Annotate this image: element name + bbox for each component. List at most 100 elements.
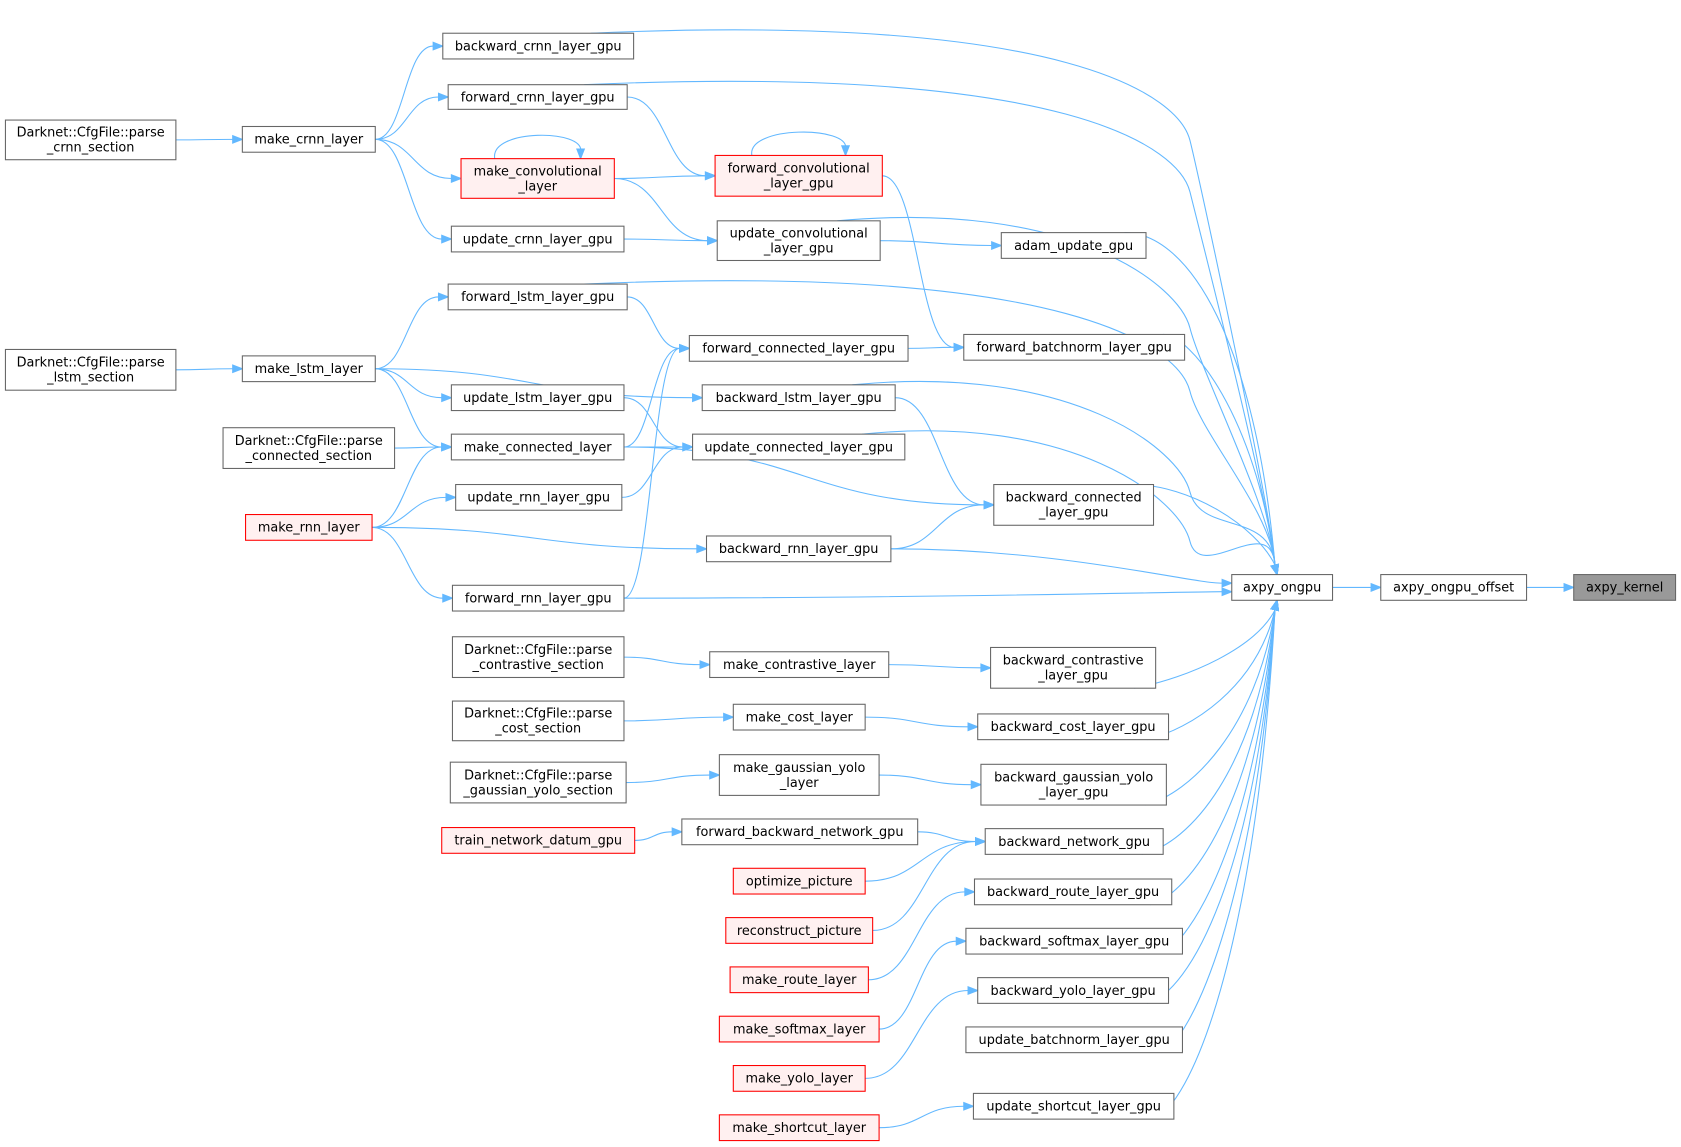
edge-path (375, 368, 693, 399)
node-box (705, 535, 892, 563)
node-adam[interactable]: adam_update_gpu (1000, 232, 1147, 259)
node-make-connected[interactable]: make_connected_layer (450, 433, 625, 461)
node-label: _layer_gpu (763, 241, 834, 256)
node-parse-gauss[interactable]: Darknet::CfgFile::parse_gaussian_yolo_se… (449, 761, 627, 804)
node-parse-crnn[interactable]: Darknet::CfgFile::parse_crnn_section (4, 119, 177, 161)
node-forward-backward[interactable]: forward_backward_network_gpu (681, 818, 919, 846)
node-update-shortcut[interactable]: update_shortcut_layer_gpu (972, 1092, 1175, 1120)
node-forward-rnn[interactable]: forward_rnn_layer_gpu (451, 584, 625, 612)
node-forward-connected[interactable]: forward_connected_layer_gpu (688, 334, 909, 362)
node-box (241, 355, 376, 383)
edge-make_crnn-to-update_crnn (375, 138, 453, 244)
arrowhead-icon (699, 660, 712, 670)
edge-forward_connected-to-forward_batchnorm (908, 342, 966, 352)
edge-forward_crnn-to-forward_conv (627, 96, 717, 181)
edge-parse_cost-to-make_cost (623, 712, 735, 722)
node-update-crnn[interactable]: update_crnn_layer_gpu (450, 225, 625, 253)
edge-path (879, 774, 972, 786)
node-forward-lstm[interactable]: forward_lstm_layer_gpu (447, 283, 628, 311)
node-label: forward_backward_network_gpu (696, 825, 903, 840)
node-backward-crnn[interactable]: backward_crnn_layer_gpu (442, 32, 635, 60)
edge-path (1160, 609, 1276, 955)
nodes-layer: backward_crnn_layer_gpu forward_crnn_laye… (4, 32, 1677, 1142)
node-backward-lstm[interactable]: backward_lstm_layer_gpu (701, 384, 896, 412)
node-box (447, 84, 628, 110)
node-parse-contrastive[interactable]: Darknet::CfgFile::parse_contrastive_sect… (451, 636, 625, 679)
node-backward-softmax[interactable]: backward_softmax_layer_gpu (965, 927, 1183, 955)
node-make-route[interactable]: make_route_layer (729, 966, 869, 994)
node-box (965, 927, 1183, 955)
node-forward-crnn[interactable]: forward_crnn_layer_gpu (447, 84, 628, 110)
node-train[interactable]: train_network_datum_gpu (441, 827, 636, 854)
node-box (442, 32, 635, 60)
node-label: _layer_gpu (1038, 506, 1109, 521)
arrowhead-icon (707, 236, 719, 246)
node-backward-connected[interactable]: backward_connected_layer_gpu (993, 483, 1155, 526)
arrowhead-icon (445, 492, 458, 502)
node-box (455, 483, 623, 511)
edge-path (865, 716, 969, 728)
edge-reconstruct-to-backward_network (872, 836, 987, 931)
arrowhead-icon (679, 343, 691, 353)
node-label: _layer (779, 776, 819, 791)
node-backward-cost[interactable]: backward_cost_layer_gpu (977, 713, 1170, 741)
node-update-connected[interactable]: update_connected_layer_gpu (692, 433, 906, 461)
node-box (449, 761, 627, 804)
edge-make_shortcut-to-update_shortcut (879, 1101, 975, 1129)
node-label: forward_batchnorm_layer_gpu (977, 341, 1172, 356)
node-make-contrastive[interactable]: make_contrastive_layer (709, 651, 890, 679)
node-update-conv[interactable]: update_convolutional_layer_gpu (716, 220, 881, 262)
node-make-conv[interactable]: make_convolutional_layer (460, 158, 615, 199)
node-axpy-kernel[interactable]: axpy_kernel (1573, 574, 1677, 601)
node-label: Darknet::CfgFile::parse (464, 643, 612, 658)
node-make-shortcut[interactable]: make_shortcut_layer (718, 1114, 880, 1142)
node-backward-network[interactable]: backward_network_gpu (984, 828, 1164, 855)
node-parse-connected[interactable]: Darknet::CfgFile::parse_connected_sectio… (222, 427, 396, 469)
node-make-rnn[interactable]: make_rnn_layer (245, 514, 373, 541)
node-make-yolo[interactable]: make_yolo_layer (732, 1064, 866, 1092)
arrowhead-icon (1221, 578, 1234, 588)
node-label: backward_rnn_layer_gpu (719, 542, 879, 557)
node-make-softmax[interactable]: make_softmax_layer (718, 1015, 880, 1043)
node-parse-cost[interactable]: Darknet::CfgFile::parse_cost_section (451, 700, 625, 742)
node-box (450, 225, 625, 253)
edge-make_conv-to-forward_conv (614, 171, 717, 181)
node-make-crnn[interactable]: make_crnn_layer (241, 125, 376, 153)
edge-forward_lstm-to-forward_connected (627, 296, 691, 353)
node-axpy-offset[interactable]: axpy_ongpu_offset (1380, 574, 1528, 601)
edge-make_crnn-to-backward_crnn (375, 41, 445, 140)
arrowhead-icon (1370, 582, 1383, 592)
edge-update_conv-to-adam (880, 240, 1003, 251)
node-backward-yolo[interactable]: backward_yolo_layer_gpu (977, 977, 1170, 1004)
node-backward-gauss[interactable]: backward_gaussian_yolo_layer_gpu (980, 763, 1167, 806)
arrowhead-icon (709, 770, 721, 780)
node-backward-route[interactable]: backward_route_layer_gpu (973, 878, 1173, 906)
node-optimize[interactable]: optimize_picture (732, 867, 866, 895)
node-box (984, 828, 1164, 855)
node-update-rnn[interactable]: update_rnn_layer_gpu (455, 483, 623, 511)
node-backward-rnn[interactable]: backward_rnn_layer_gpu (705, 535, 892, 563)
node-update-batchnorm[interactable]: update_batchnorm_layer_gpu (965, 1026, 1183, 1054)
node-label: _gaussian_yolo_section (462, 783, 613, 798)
node-label: update_shortcut_layer_gpu (986, 1100, 1161, 1115)
node-label: backward_softmax_layer_gpu (979, 934, 1169, 949)
edge-axpy_offset-to-axpy_kernel (1526, 582, 1576, 592)
node-forward-batchnorm[interactable]: forward_batchnorm_layer_gpu (963, 333, 1186, 361)
node-forward-conv[interactable]: forward_convolutional_layer_gpu (714, 154, 883, 197)
node-make-cost[interactable]: make_cost_layer (732, 703, 866, 731)
node-box (725, 917, 874, 944)
node-reconstruct[interactable]: reconstruct_picture (725, 917, 874, 944)
node-backward-contrastive[interactable]: backward_contrastive_layer_gpu (990, 646, 1157, 689)
edge-path (626, 774, 710, 784)
node-box (732, 867, 866, 895)
node-parse-lstm[interactable]: Darknet::CfgFile::parse_lstm_section (4, 348, 177, 391)
node-update-lstm[interactable]: update_lstm_layer_gpu (450, 384, 625, 412)
edge-update_rnn-to-update_connected (621, 442, 695, 498)
node-box (718, 1114, 880, 1142)
node-make-lstm[interactable]: make_lstm_layer (241, 355, 376, 383)
node-axpy-ongpu[interactable]: axpy_ongpu (1231, 574, 1334, 601)
node-make-gauss[interactable]: make_gaussian_yolo_layer (718, 754, 880, 796)
node-label: update_lstm_layer_gpu (463, 391, 612, 406)
node-box (972, 1092, 1175, 1120)
node-label: make_contrastive_layer (723, 658, 876, 673)
